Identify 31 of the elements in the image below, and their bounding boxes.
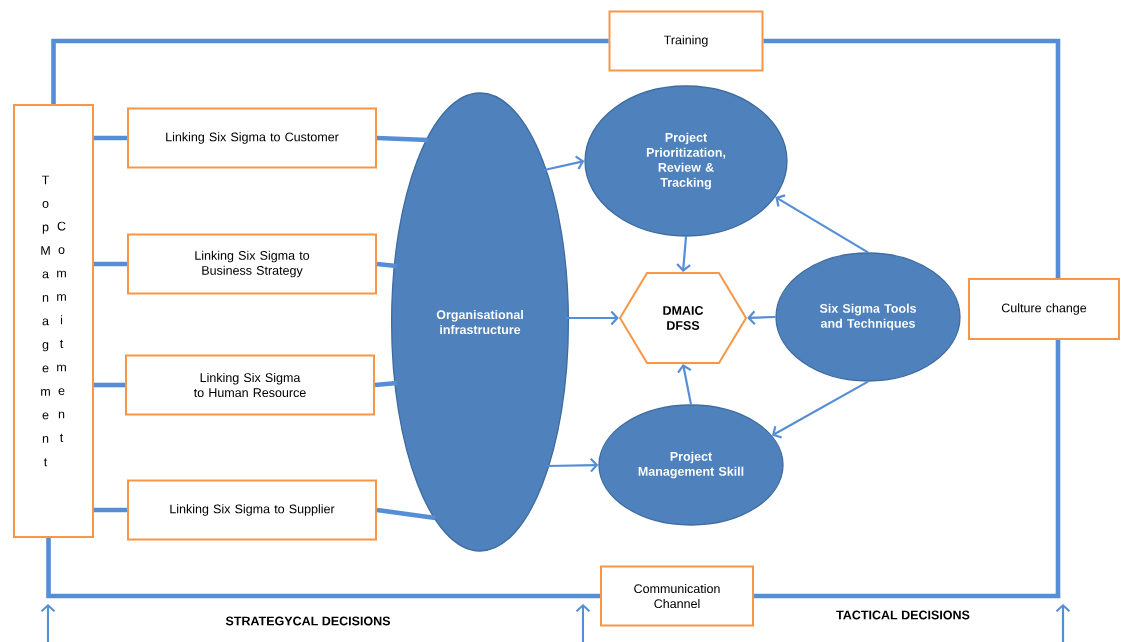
arrow	[546, 457, 599, 473]
process-box: Linking Six Sigma to Human Resource	[125, 354, 375, 416]
process-box: Culture change	[968, 278, 1120, 340]
arrow	[676, 236, 691, 272]
connector-line	[94, 382, 125, 388]
decision-label: STRATEGYCAL DECISIONS	[225, 616, 391, 626]
arrow	[775, 194, 869, 254]
commitment-box: Top Management Commitment	[13, 104, 94, 538]
connector-line	[376, 135, 428, 143]
connector-line	[374, 380, 398, 388]
connector-line	[376, 507, 436, 521]
connector-line	[46, 538, 600, 599]
arrow	[677, 364, 693, 405]
connector-line	[94, 135, 127, 141]
arrow	[544, 155, 585, 172]
connector-line	[94, 261, 127, 267]
process-box: Linking Six Sigma to Supplier	[127, 479, 377, 541]
decision-label: TACTICAL DECISIONS	[836, 610, 970, 620]
arrow	[771, 380, 869, 439]
arrow	[747, 310, 776, 325]
process-hexagon: DMAIC DFSS	[618, 272, 748, 364]
process-box: Linking Six Sigma to Customer	[127, 107, 377, 169]
connector-line	[754, 340, 1061, 599]
connector-line	[763, 38, 1061, 278]
process-box: Training	[608, 10, 764, 72]
arrow	[566, 310, 619, 326]
connector-line	[376, 261, 397, 269]
connector-line	[94, 507, 127, 513]
process-box: Linking Six Sigma to Business Strategy	[127, 233, 377, 295]
connector-line	[51, 38, 609, 104]
process-box: Communication Channel	[600, 565, 754, 627]
